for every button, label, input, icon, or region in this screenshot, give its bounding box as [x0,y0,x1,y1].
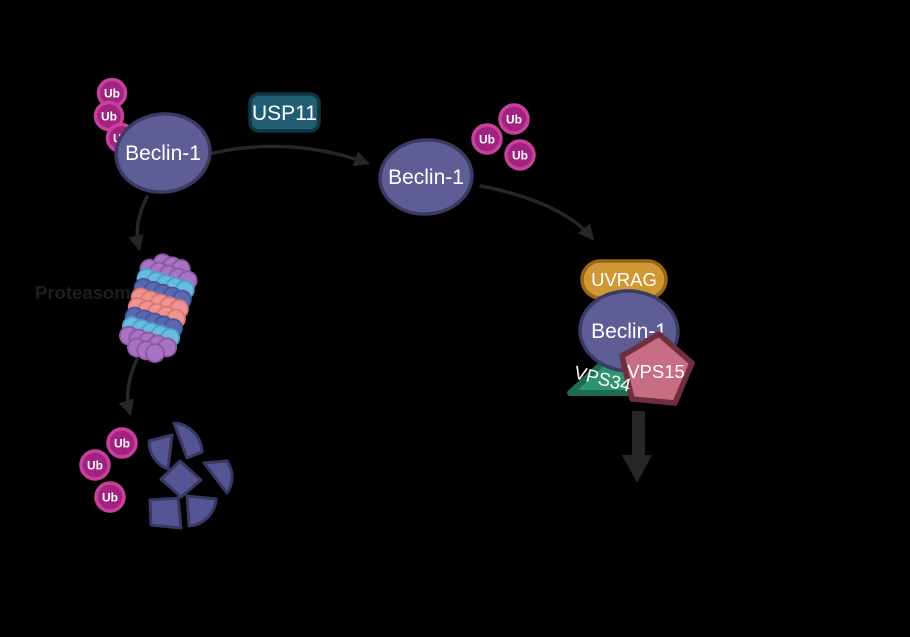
uvrag-label: UVRAG [591,269,657,290]
ubiquitin-icon [94,481,126,513]
protein-fragment [147,433,174,471]
ubiquitin-icon [106,427,138,459]
beclin1-blob [114,112,212,194]
proteasome-label: Proteasome [35,282,141,303]
proteasome-node: Proteasome [35,251,200,366]
beclin1-label: Beclin-1 [125,142,201,165]
protein-fragment [172,421,204,460]
usp11-box [248,92,321,133]
degraded-beclin1-fragments: Ub Ub Ub [79,421,234,530]
usp11-node: USP11 [248,92,321,133]
arrow-head [622,455,652,483]
arrow-to-proteasome [128,195,149,252]
deubiquitinated-beclin1-node: Beclin-1 [378,138,474,216]
ubiquitin-label: Ub [102,491,118,505]
ubiquitin-icon [471,123,503,155]
pi3k-complex-node: UVRAG Beclin-1 VPS34 VPS15 [567,259,695,406]
ubiquitin-icon [79,449,111,481]
ubiquitin-icon [504,139,536,171]
arrow-shaft [632,411,645,457]
ubiquitin-label: Ub [114,437,130,451]
ubiquitin-label: Ub [87,459,103,473]
proteasome-icon [116,251,200,366]
output-arrow [622,411,652,483]
ubiquitin-label: Ub [101,110,117,124]
protein-fragment [202,459,234,495]
vps15-label: VPS15 [627,361,685,382]
arrow-to-fragments [118,357,139,417]
usp11-label: USP11 [252,102,317,125]
ubiquitin-label: Ub [506,113,522,127]
protein-fragment [159,459,203,499]
vps15-shape [619,331,695,406]
arrow-deubiquitination [211,144,370,167]
protein-fragment [148,496,183,530]
ubiquitin-icon [498,103,530,135]
ubiquitinated-beclin1-node: Ub Ub Ub Beclin-1 [93,77,212,194]
beclin1-blob [378,138,474,216]
arrow-to-complex [479,184,595,241]
released-ubiquitins: Ub Ub Ub [471,103,536,171]
ubiquitin-label: Ub [104,87,120,101]
protein-fragment [185,494,218,528]
beclin1-label: Beclin-1 [591,320,667,343]
ubiquitin-label: Ub [479,133,495,147]
beclin1-label: Beclin-1 [388,166,464,189]
ubiquitin-label: Ub [512,149,528,163]
